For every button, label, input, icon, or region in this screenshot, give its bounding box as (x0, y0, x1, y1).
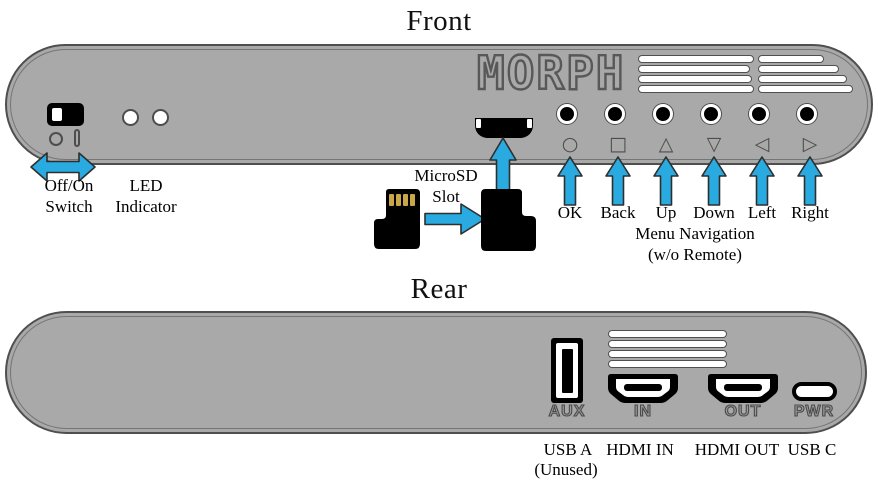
nav-button-up (653, 104, 673, 124)
front-vent-line (758, 85, 853, 93)
menu-navigation-label: Menu Navigation (635, 224, 755, 243)
rear-title: Rear (410, 273, 468, 305)
up-arrow-icon (605, 156, 631, 206)
microsd-slot (475, 118, 533, 138)
hdmi-in-port (608, 374, 678, 403)
hdmi-out-port (708, 374, 778, 403)
usb-a-sublabel: (Unused) (534, 460, 598, 479)
usb-c-engraving: PWR (793, 402, 835, 420)
nav-button-back (605, 104, 625, 124)
front-vent-line (638, 65, 750, 73)
left-right-arrow-icon (30, 152, 96, 182)
switch-label-line2: Switch (45, 197, 93, 216)
up-arrow-icon (557, 156, 583, 206)
nav-label-back: Back (600, 203, 636, 222)
front-vent-line (758, 65, 839, 73)
front-device-inner-outline (10, 49, 868, 160)
power-on-symbol-icon (74, 129, 80, 147)
microsd-card-icon (374, 189, 420, 249)
hdmi-out-label: HDMI OUT (694, 440, 780, 459)
front-vent-line (638, 85, 754, 93)
rear-vent-line (608, 330, 727, 338)
power-switch (47, 103, 84, 126)
rear-vent-line (608, 360, 727, 368)
left-symbol-icon: ◁ (754, 133, 770, 155)
nav-button-down (701, 104, 721, 124)
nav-label-down: Down (693, 203, 735, 222)
usb-a-label: USB A (543, 440, 593, 459)
right-symbol-icon: ▷ (802, 133, 818, 155)
usb-a-port (551, 338, 583, 403)
hdmi-in-engraving: IN (633, 402, 652, 420)
usb-a-port-tongue (561, 348, 573, 393)
nav-label-up: Up (655, 203, 677, 222)
up-arrow-icon (653, 156, 679, 206)
front-device-body (5, 44, 873, 165)
usb-c-label: USB C (787, 440, 837, 459)
up-arrow-icon (749, 156, 775, 206)
up-arrow-icon (797, 156, 823, 206)
sd-slot-label-line1: MicroSD (414, 166, 478, 185)
microsd-card-back-icon (481, 189, 536, 251)
led-label-line1: LED (129, 176, 163, 195)
rear-device-inner-outline (10, 316, 862, 429)
morph-logo: MORPH (476, 46, 626, 100)
hdmi-out-engraving: OUT (724, 402, 762, 420)
usb-a-port-inner (556, 343, 578, 398)
led-label-line2: Indicator (115, 197, 177, 216)
switch-label-line1: Off/On (44, 176, 94, 195)
front-vent-line (638, 55, 754, 63)
led-indicator-2 (152, 109, 169, 126)
front-vent-line (758, 55, 824, 63)
power-off-symbol-icon (49, 132, 63, 146)
up-symbol-icon: △ (658, 133, 674, 155)
nav-button-right (797, 104, 817, 124)
front-vent-line (638, 75, 752, 83)
up-arrow-icon (701, 156, 727, 206)
menu-navigation-sublabel: (w/o Remote) (648, 245, 742, 264)
sd-slot-label-line2: Slot (432, 187, 460, 206)
down-symbol-icon: ▽ (706, 133, 722, 155)
nav-button-left (749, 104, 769, 124)
nav-label-right: Right (791, 203, 829, 222)
rear-vent-line (608, 350, 727, 358)
led-indicator-1 (122, 109, 139, 126)
back-symbol-icon: □ (609, 133, 627, 155)
usb-c-port (792, 382, 837, 401)
power-switch-knob (52, 108, 62, 121)
nav-label-ok: OK (557, 203, 583, 222)
rear-vent-line (608, 340, 727, 348)
usb-a-engraving: AUX (548, 402, 586, 420)
front-vent-line (758, 75, 847, 83)
hdmi-in-label: HDMI IN (606, 440, 674, 459)
nav-label-left: Left (747, 203, 777, 222)
nav-button-ok (557, 104, 577, 124)
front-title: Front (406, 5, 472, 37)
sd-right-arrow-icon (424, 203, 486, 235)
ok-symbol-icon: ○ (561, 133, 579, 155)
